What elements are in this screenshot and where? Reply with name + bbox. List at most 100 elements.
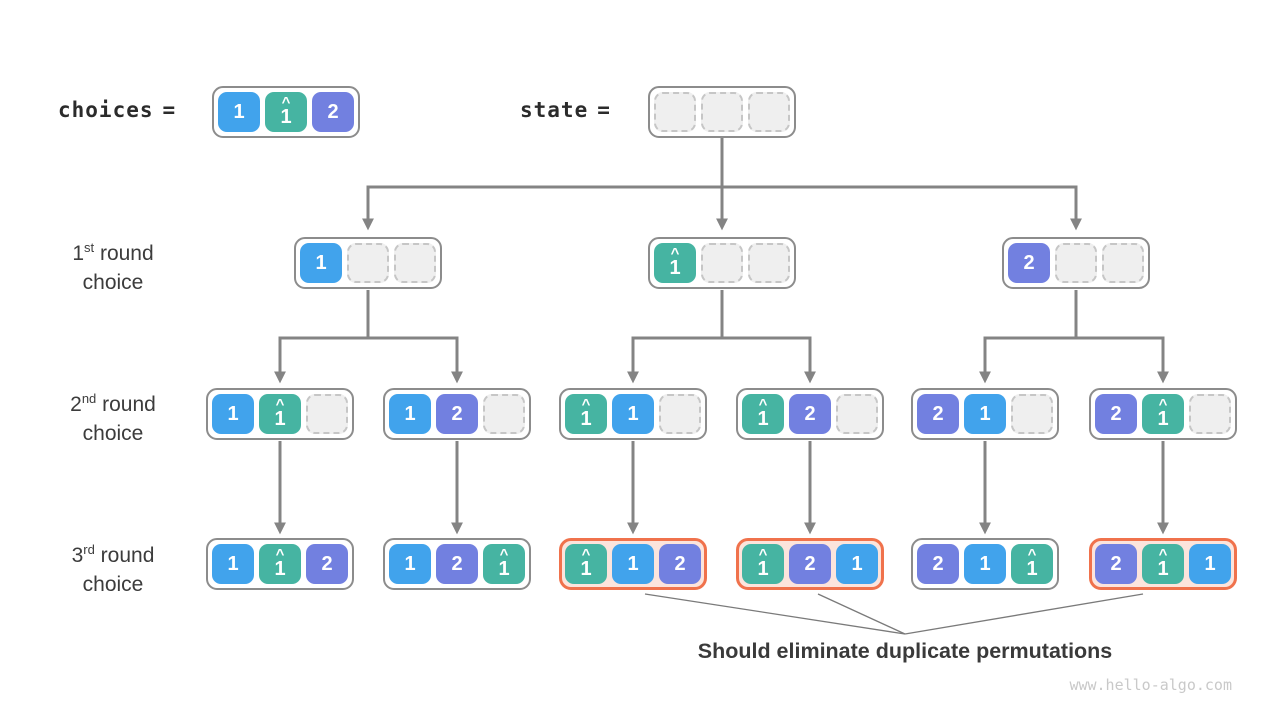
choices-label: choices= — [58, 98, 176, 122]
cell-empty-slot — [347, 243, 389, 283]
cell-empty-slot — [394, 243, 436, 283]
cell-digit: 1 — [274, 407, 286, 430]
cell-1: 1 — [964, 394, 1006, 434]
cell-1: 1 — [300, 243, 342, 283]
cell-digit: 1 — [315, 252, 327, 274]
cell-digit: 2 — [451, 403, 463, 425]
cell-empty-slot — [1102, 243, 1144, 283]
cell-2: 2 — [436, 544, 478, 584]
cell-empty-slot — [1011, 394, 1053, 434]
cell-1: 1 — [836, 544, 878, 584]
cell-1-hat: ^1 — [742, 544, 784, 584]
cell-digit: 1 — [1204, 553, 1216, 575]
cell-2: 2 — [306, 544, 348, 584]
cell-2: 2 — [1095, 544, 1137, 584]
cell-2: 2 — [1008, 243, 1050, 283]
hat-mark-icon: ^ — [758, 545, 768, 563]
pointer-line-dup2 — [817, 593, 906, 635]
round-1-label: 1st round choice — [23, 233, 203, 297]
hat-mark-icon: ^ — [499, 545, 509, 563]
cell-digit: 2 — [321, 553, 333, 575]
cell-empty-slot — [748, 243, 790, 283]
cell-digit: 1 — [580, 557, 592, 580]
cell-empty-slot — [701, 92, 743, 132]
hat-mark-icon: ^ — [275, 545, 285, 563]
cell-digit: 2 — [804, 403, 816, 425]
cell-1: 1 — [612, 544, 654, 584]
round-2-num: 2 — [70, 393, 82, 416]
round-3-label: 3rd round choice — [23, 535, 203, 599]
cell-digit: 1 — [1157, 407, 1169, 430]
state-node-l1-1: ^1 — [648, 237, 796, 289]
cell-empty-slot — [701, 243, 743, 283]
pointer-line-dup1 — [644, 593, 906, 635]
cell-digit: 1 — [757, 557, 769, 580]
cell-digit: 2 — [932, 553, 944, 575]
tree-branch-lines — [274, 138, 1169, 535]
cell-digit: 1 — [280, 105, 292, 128]
round-2-label: 2nd round choice — [23, 384, 203, 448]
cell-1: 1 — [964, 544, 1006, 584]
pointer-line-dup3 — [904, 593, 1144, 635]
cell-1-hat: ^1 — [742, 394, 784, 434]
round-3-rest: round — [94, 544, 155, 567]
cell-digit: 2 — [1110, 553, 1122, 575]
cell-digit: 1 — [274, 557, 286, 580]
cell-1-hat: ^1 — [259, 544, 301, 584]
state-node-l2-5: 2^1 — [1089, 388, 1237, 440]
cell-1-hat: ^1 — [654, 243, 696, 283]
cell-1: 1 — [212, 544, 254, 584]
cell-digit: 1 — [580, 407, 592, 430]
cell-1: 1 — [218, 92, 260, 132]
state-node-l1-2: 2 — [1002, 237, 1150, 289]
cell-1-hat: ^1 — [1011, 544, 1053, 584]
cell-2: 2 — [436, 394, 478, 434]
state-label: state= — [520, 98, 611, 122]
cell-1-hat: ^1 — [1142, 544, 1184, 584]
cell-digit: 1 — [404, 553, 416, 575]
round-3-ordinal: rd — [83, 542, 95, 557]
cell-digit: 1 — [498, 557, 510, 580]
hat-mark-icon: ^ — [1158, 545, 1168, 563]
cell-2: 2 — [917, 394, 959, 434]
round-1-line2: choice — [82, 271, 144, 294]
hat-mark-icon: ^ — [1158, 395, 1168, 413]
cell-empty-slot — [659, 394, 701, 434]
cell-1-hat: ^1 — [259, 394, 301, 434]
cell-empty-slot — [483, 394, 525, 434]
round-1-rest: round — [94, 242, 154, 265]
hat-mark-icon: ^ — [581, 395, 591, 413]
round-1-num: 1 — [72, 242, 84, 265]
cell-empty-slot — [1055, 243, 1097, 283]
cell-empty-slot — [1189, 394, 1231, 434]
cell-2: 2 — [789, 394, 831, 434]
cell-digit: 2 — [1023, 252, 1035, 274]
cell-digit: 1 — [227, 553, 239, 575]
cell-empty-slot — [748, 92, 790, 132]
cell-2: 2 — [1095, 394, 1137, 434]
cell-1: 1 — [389, 544, 431, 584]
cell-digit: 1 — [1157, 557, 1169, 580]
cell-1-hat: ^1 — [1142, 394, 1184, 434]
round-2-rest: round — [96, 393, 156, 416]
annotation-pointer-lines — [644, 593, 1144, 635]
state-equals: = — [597, 98, 611, 122]
cell-empty-slot — [306, 394, 348, 434]
cell-2: 2 — [312, 92, 354, 132]
hat-mark-icon: ^ — [281, 93, 291, 111]
cell-digit: 1 — [669, 256, 681, 279]
cell-empty-slot — [836, 394, 878, 434]
cell-digit: 1 — [227, 403, 239, 425]
hat-mark-icon: ^ — [670, 244, 680, 262]
cell-2: 2 — [789, 544, 831, 584]
cell-1: 1 — [389, 394, 431, 434]
state-node-root — [648, 86, 796, 138]
cell-empty-slot — [654, 92, 696, 132]
cell-digit: 1 — [1026, 557, 1038, 580]
